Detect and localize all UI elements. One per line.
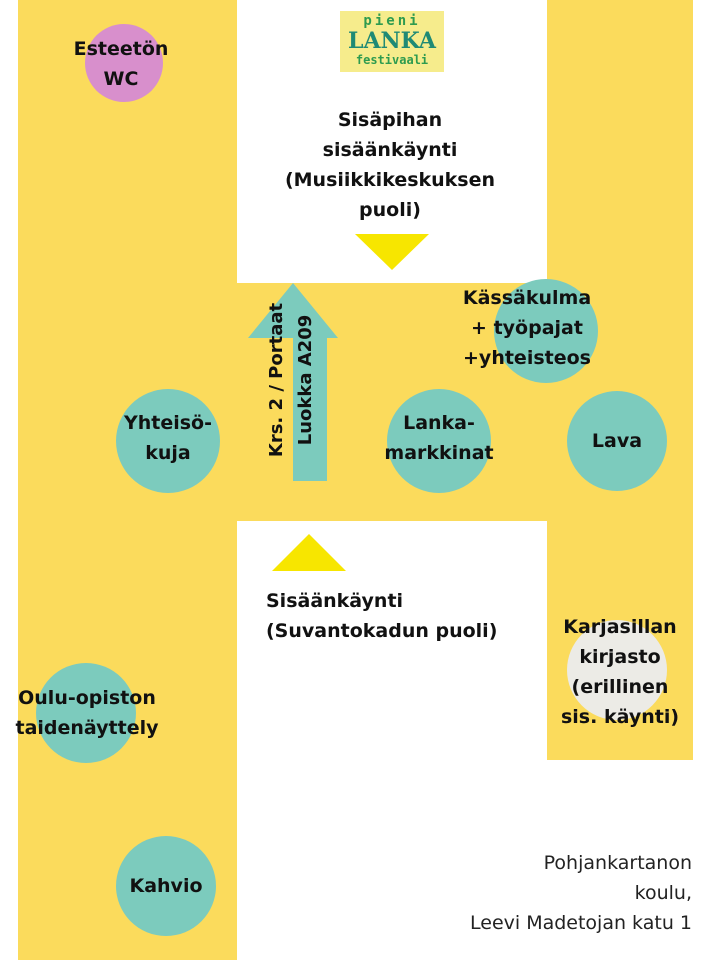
school-address: Pohjankartanon koulu, Leevi Madetojan ka… bbox=[470, 852, 692, 934]
lava-label: Lava bbox=[591, 430, 643, 452]
courtyard-entrance-label: Sisäpihan sisäänkäynti (Musiikkikeskukse… bbox=[284, 109, 496, 221]
lava-marker bbox=[567, 391, 667, 491]
opisto-marker bbox=[36, 663, 136, 763]
kassakulma-marker bbox=[494, 279, 598, 383]
logo-line-3: festivaali bbox=[355, 53, 429, 67]
kahvio-marker bbox=[116, 836, 216, 936]
wc-marker bbox=[85, 24, 163, 102]
logo-line-1: pieni bbox=[363, 13, 421, 29]
stairs-label: Krs. 2 / Portaat Luokka A209 bbox=[266, 302, 316, 458]
stairs-arrow bbox=[248, 283, 338, 481]
kirjasto-label: Karjasillan kirjasto (erillinen sis. käy… bbox=[560, 616, 680, 728]
festival-logo: pieni LANKA festivaali bbox=[340, 11, 444, 72]
kassakulma-label: Kässäkulma + työpajat +yhteisteos bbox=[462, 287, 592, 369]
lankamarkkinat-label: Lanka- markkinat bbox=[384, 412, 494, 464]
courtyard-entrance-marker bbox=[355, 234, 429, 270]
kirjasto-marker bbox=[567, 620, 667, 720]
wc-label: Esteetön WC bbox=[73, 38, 169, 90]
kahvio-label: Kahvio bbox=[129, 875, 203, 897]
street-entrance-marker bbox=[272, 534, 346, 571]
left-corridor bbox=[18, 0, 237, 960]
lankamarkkinat-marker bbox=[387, 389, 491, 493]
street-entrance-label: Sisäänkäynti (Suvantokadun puoli) bbox=[266, 590, 498, 642]
yhteisokuja-label: Yhteisö- kuja bbox=[123, 412, 212, 464]
logo-line-2: LANKA bbox=[348, 28, 436, 54]
opisto-label: Oulu-opiston taidenäyttely bbox=[15, 687, 159, 739]
yhteisokuja-marker bbox=[116, 389, 220, 493]
